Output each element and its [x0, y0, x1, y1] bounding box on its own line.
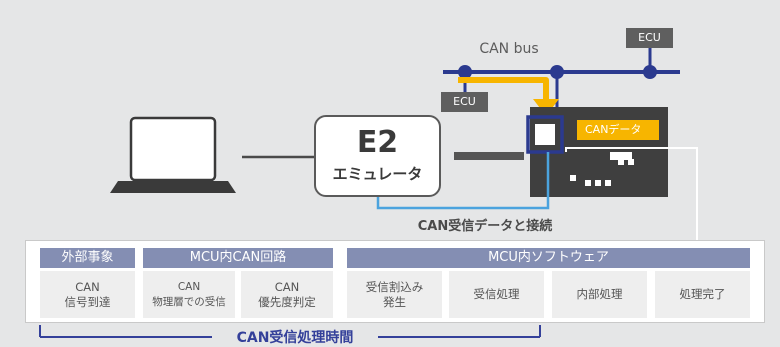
step-cell: 受信割込み 発生 — [347, 271, 442, 318]
step-line2: 発生 — [383, 294, 406, 309]
mcu-pad-5 — [618, 159, 624, 165]
bus-node-right — [643, 65, 657, 79]
group-header-external: 外部事象 — [40, 248, 135, 268]
step-cell: 内部処理 — [552, 271, 647, 318]
step-line2: 優先度判定 — [258, 294, 316, 309]
step-line1: CAN — [75, 279, 100, 294]
step-line1: 処理完了 — [679, 287, 726, 301]
panel-connection-line — [565, 147, 698, 240]
connection-label: CAN受信データと接続 — [417, 219, 553, 234]
step-line1: CAN — [274, 279, 300, 294]
step-line1: CAN — [177, 280, 201, 293]
laptop-screen — [129, 116, 217, 182]
can-bus-label: CAN bus — [479, 41, 539, 57]
bus-node-mcu — [550, 65, 564, 79]
e2-connection-line — [376, 152, 550, 210]
mcu-pad-3 — [595, 180, 601, 186]
step-cell: 受信処理 — [449, 271, 544, 318]
step-cell: CAN 信号到達 — [40, 271, 135, 318]
mcu-chip-white — [610, 152, 632, 160]
can-controller-frame — [526, 115, 564, 154]
e2-mcu-cable — [454, 152, 524, 160]
mcu-pad-6 — [628, 159, 634, 165]
mcu-pad-4 — [605, 180, 611, 186]
laptop-base — [110, 181, 236, 193]
can-controller-chip — [535, 124, 555, 145]
step-cell: 処理完了 — [655, 271, 750, 318]
can-data-badge: CANデータ — [577, 120, 659, 140]
e2-title: E2 — [356, 125, 399, 160]
total-time-label: CAN受信処理時間 — [236, 330, 354, 346]
step-line2: 信号到達 — [64, 294, 111, 309]
ecu-left-label: ECU — [441, 92, 488, 112]
e2-subtitle: エミュレータ — [332, 165, 423, 183]
mcu-pad-1 — [570, 175, 576, 181]
step-cell: CAN 物理層での受信 — [143, 271, 235, 318]
ecu-right-label: ECU — [626, 28, 673, 48]
step-line2: 物理層での受信 — [152, 295, 226, 308]
step-line1: 受信処理 — [473, 287, 520, 301]
e2-emulator-box: E2 エミュレータ — [314, 115, 441, 197]
mcu-pad-2 — [585, 180, 591, 186]
group-header-software: MCU内ソフトウェア — [347, 248, 750, 268]
step-line1: 受信割込み — [365, 279, 424, 294]
can-data-path — [458, 77, 549, 100]
group-header-can-circuit: MCU内CAN回路 — [143, 248, 333, 268]
step-line1: 内部処理 — [576, 287, 623, 301]
bus-node-left — [458, 65, 472, 79]
step-cell: CAN 優先度判定 — [241, 271, 333, 318]
